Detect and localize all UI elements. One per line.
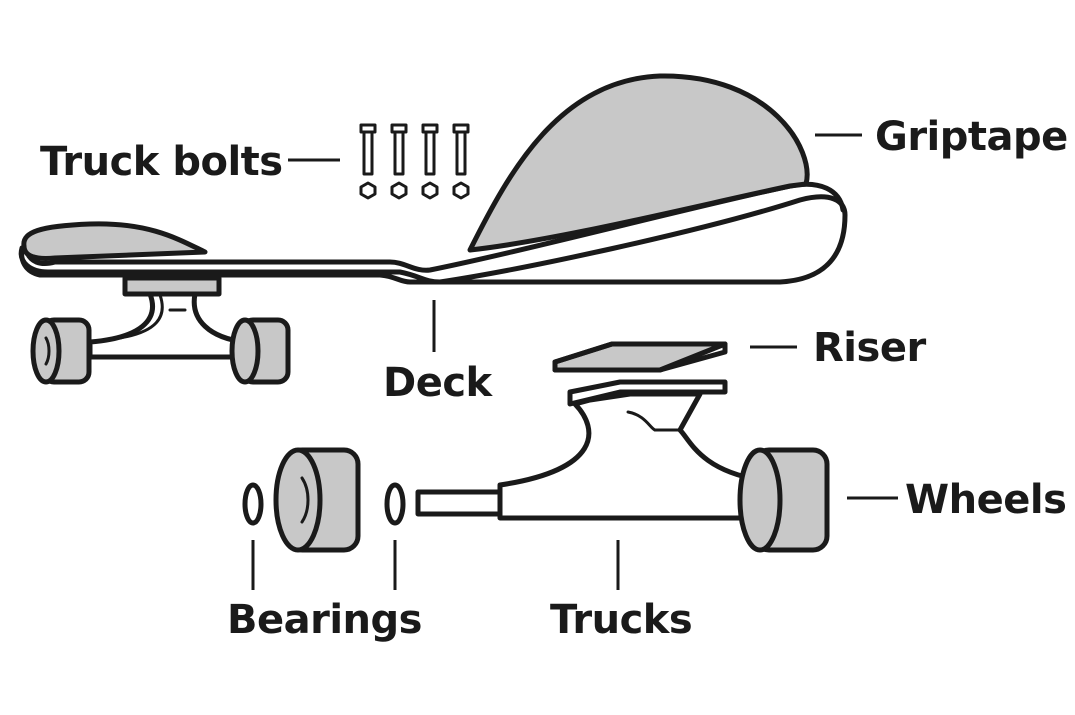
- loose-wheel: [273, 447, 361, 553]
- truck-axle: [415, 489, 503, 517]
- rear-right-wheel: [229, 317, 291, 385]
- riser-pad: [552, 341, 728, 373]
- peeled-griptape: [467, 73, 810, 253]
- label-griptape: Griptape: [875, 114, 1068, 160]
- rear-truck-hanger: [87, 291, 248, 360]
- label-trucks: Trucks: [550, 597, 692, 643]
- bolt-4: [452, 123, 470, 200]
- exploded-truck: [242, 341, 830, 553]
- truck-bolts: [359, 123, 470, 200]
- truck-baseplate: [567, 379, 728, 407]
- bolt-3: [421, 123, 439, 200]
- rear-left-wheel: [30, 317, 92, 385]
- bolt-1: [359, 123, 377, 200]
- label-deck: Deck: [383, 360, 494, 406]
- bearing-right: [384, 482, 406, 526]
- label-bearings: Bearings: [227, 597, 422, 643]
- bearing-left: [242, 482, 264, 526]
- label-truck-bolts: Truck bolts: [40, 139, 283, 185]
- deck-profile: [18, 194, 848, 285]
- tail-griptape: [21, 221, 208, 261]
- label-wheels: Wheels: [905, 477, 1066, 523]
- truck-wheel-right: [737, 447, 830, 553]
- assembled-skateboard: [18, 73, 848, 385]
- label-riser: Riser: [813, 325, 926, 371]
- bolt-2: [390, 123, 408, 200]
